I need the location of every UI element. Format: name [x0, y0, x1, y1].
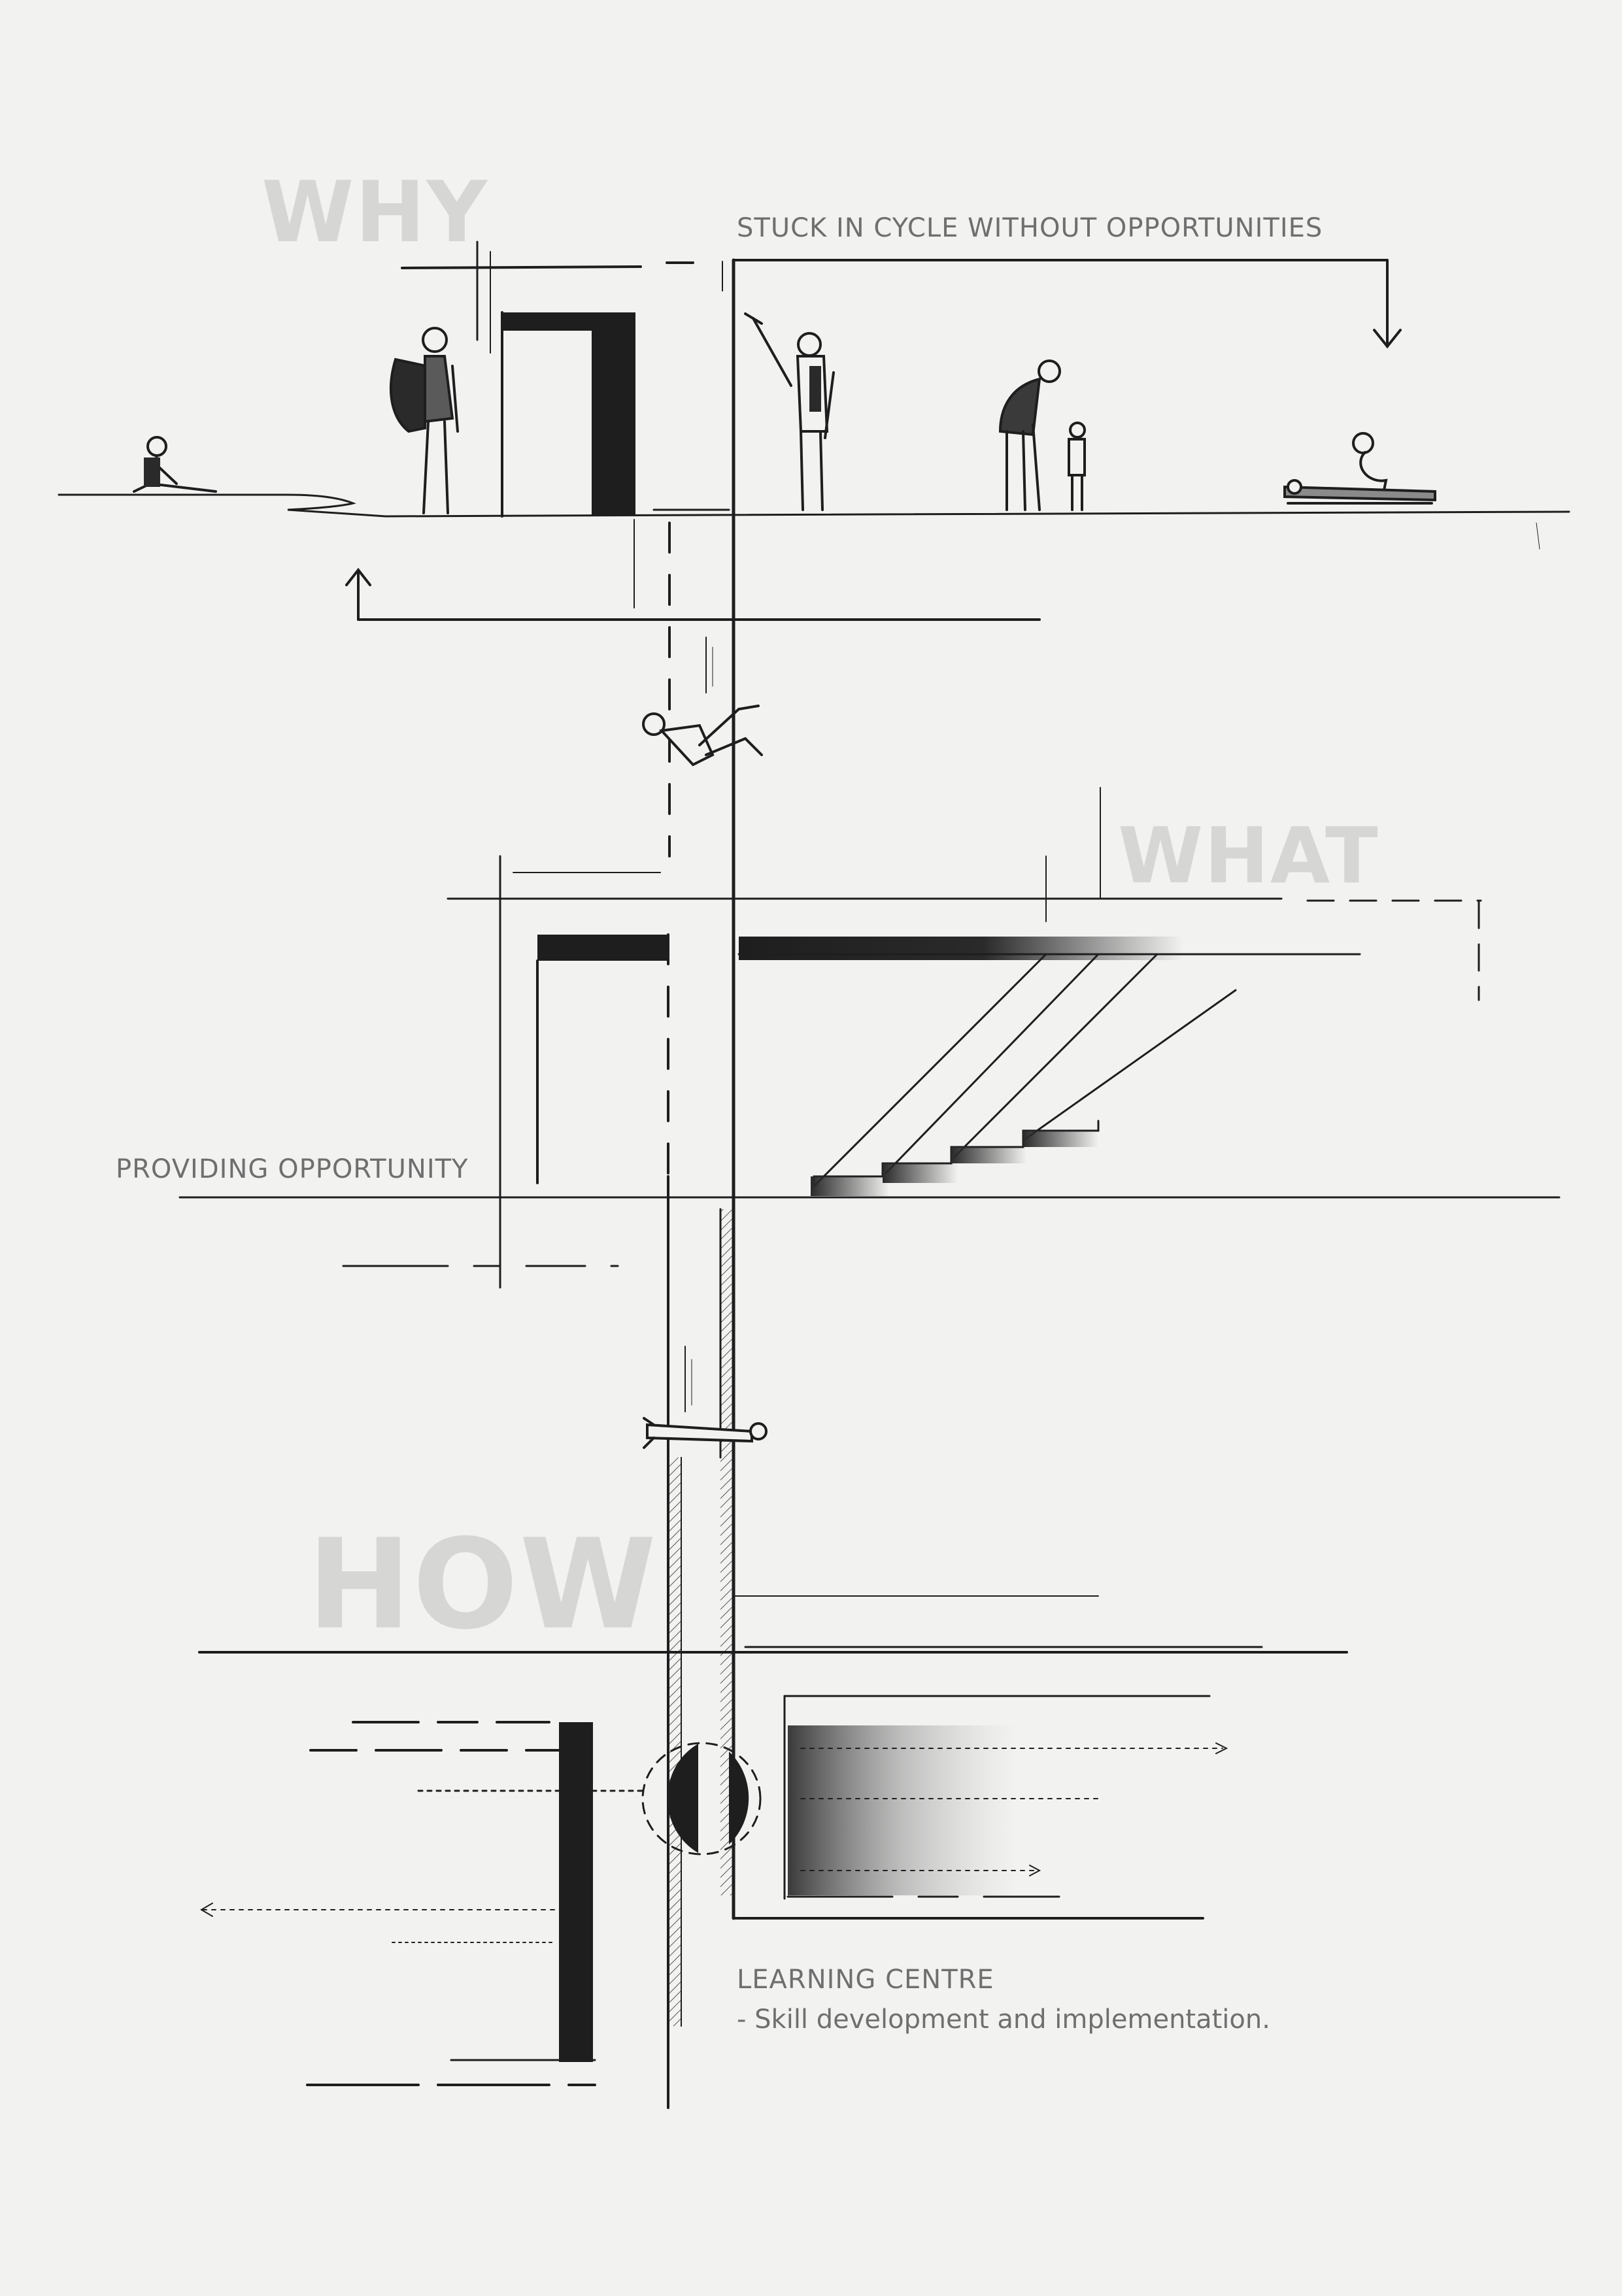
figure-worker-tool: [744, 312, 835, 511]
what-section: [178, 787, 1561, 1289]
figure-climbing: [643, 1417, 768, 1449]
caption-skill-development: - Skill development and implementation.: [737, 2005, 1270, 2035]
caption-stuck-cycle: STUCK IN CYCLE WITHOUT OPPORTUNITIES: [737, 213, 1323, 243]
how-section: [198, 1595, 1348, 2086]
why-section: [58, 241, 1570, 621]
figure-falling: [642, 705, 763, 767]
figure-child-sitting: [133, 436, 217, 493]
central-shaft: [667, 258, 1204, 2109]
heading-why: WHY: [262, 164, 488, 261]
heading-what: WHAT: [1118, 810, 1379, 901]
heading-how: HOW: [307, 1512, 658, 1657]
figure-helper-kneeling: [1283, 432, 1436, 505]
caption-learning-centre: LEARNING CENTRE: [737, 1965, 994, 1995]
figure-elder-with-child: [998, 359, 1086, 511]
figure-traveller-backpack: [389, 327, 459, 514]
caption-providing-opportunity: PROVIDING OPPORTUNITY: [116, 1154, 469, 1184]
